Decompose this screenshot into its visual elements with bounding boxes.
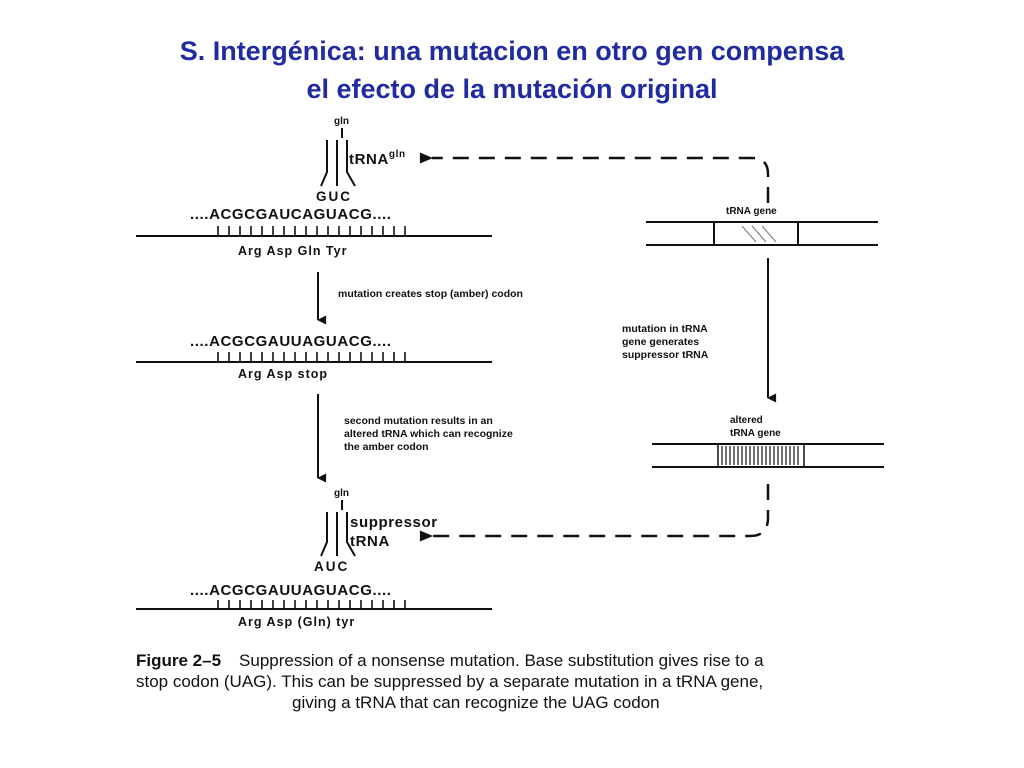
panel1-amino-acids: Arg Asp Gln Tyr	[238, 244, 347, 258]
slide-title: S. Intergénica: una mutacion en otro gen…	[0, 32, 1024, 108]
panel3-amino-acids: Arg Asp (Gln) tyr	[238, 615, 355, 629]
dashed-arrow-top	[419, 152, 770, 203]
gene-mutation-label-line-2: gene generates	[622, 336, 699, 348]
trna-gene-top: tRNA gene	[646, 206, 878, 246]
panel1-base-ticks	[217, 226, 406, 235]
slide-title-line-1: S. Intergénica: una mutacion en otro gen…	[179, 36, 845, 66]
panel2-base-ticks	[217, 352, 406, 361]
panel1-trna-label: tRNAgln	[349, 149, 406, 168]
gene-top-box	[713, 221, 799, 246]
panel1-gln-label: gln	[334, 116, 349, 127]
panel3-mrna-sequence: ....ACGCGAUUAGUACG....	[190, 582, 392, 599]
panel3-gln-label: gln	[334, 488, 349, 499]
gene-top-label: tRNA gene	[726, 206, 777, 217]
gene-altered-box	[717, 443, 805, 468]
panel1-anticodon: GUC	[316, 189, 352, 204]
step1-label: mutation creates stop (amber) codon	[338, 288, 523, 300]
panel3-anticodon: AUC	[314, 559, 349, 574]
dashed-arrow-bottom	[419, 484, 770, 542]
panel1-trna-shape	[320, 140, 356, 187]
figure-area: gln tRNAgln GUC ....ACGCGAUCAGUACG.... A…	[130, 103, 905, 723]
panel3-trna-label-1: suppressor	[350, 514, 438, 531]
suppression-diagram: gln tRNAgln GUC ....ACGCGAUCAGUACG.... A…	[136, 116, 884, 712]
step2-label-line-1: second mutation results in an	[344, 415, 493, 427]
gene-mutation-label-line-3: suppressor tRNA	[622, 349, 709, 361]
step2-label-line-2: altered tRNA which can recognize	[344, 428, 513, 440]
panel-1: gln tRNAgln GUC ....ACGCGAUCAGUACG.... A…	[136, 116, 492, 258]
step2-label-line-3: the amber codon	[344, 441, 429, 453]
panel-3: gln suppressor tRNA AUC ....ACGCGAUUAGUA…	[136, 488, 492, 629]
panel-2: ....ACGCGAUUAGUACG.... Arg Asp stop	[136, 333, 492, 381]
trna-gene-altered: altered tRNA gene	[652, 415, 884, 468]
panel2-amino-acids: Arg Asp stop	[238, 367, 328, 381]
panel3-trna-shape	[320, 512, 356, 557]
slide-title-line-2: el efecto de la mutación original	[306, 74, 718, 104]
caption-line-3: giving a tRNA that can recognize the UAG…	[292, 693, 660, 712]
caption-line-2: stop codon (UAG). This can be suppressed…	[136, 672, 763, 691]
panel1-mrna-sequence: ....ACGCGAUCAGUACG....	[190, 206, 392, 223]
gene-mutation-label-line-1: mutation in tRNA	[622, 323, 708, 335]
panel3-base-ticks	[217, 600, 406, 608]
panel2-mrna-sequence: ....ACGCGAUUAGUACG....	[190, 333, 392, 350]
panel3-trna-label-2: tRNA	[350, 533, 390, 550]
gene-bottom-label-line-2: tRNA gene	[730, 428, 781, 439]
gene-bottom-label-line-1: altered	[730, 415, 763, 426]
